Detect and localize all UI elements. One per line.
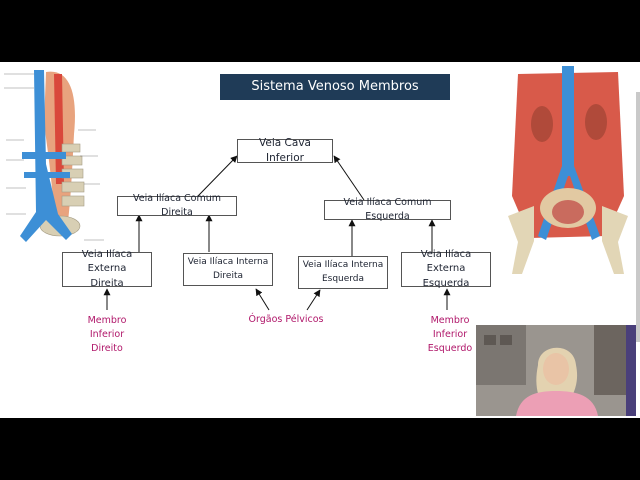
node-veia-cava-inferior: Veia Cava Inferior (237, 136, 333, 164)
label-line3: Esquerdo (427, 342, 473, 354)
node-label: Veia Ilíaca Comum Direita (132, 193, 222, 218)
label-line2: Inferior (432, 328, 468, 340)
node-label-line2: Direita (90, 277, 124, 289)
node-iliaca-externa-esquerda: Veia Ilíaca Externa Esquerda (401, 249, 491, 289)
pelvis-anatomy-illustration (504, 66, 632, 274)
label-line2: Inferior (89, 328, 125, 340)
vena-cava-anatomy-illustration (0, 64, 120, 244)
arrow-ice-to-vci (333, 155, 365, 201)
label-membro-inferior-esquerdo: Membro Inferior Esquerdo (415, 314, 485, 355)
page-title: Sistema Venoso Membros Inferiores (220, 74, 450, 120)
label-line3: Direito (91, 342, 123, 354)
node-iliaca-comum-esquerda: Veia Ilíaca Comum Esquerda (324, 197, 451, 222)
label-line1: Membro (430, 315, 470, 326)
node-label-line2: Direita (212, 270, 243, 281)
scrollbar-edge (636, 92, 640, 342)
node-label: Veia Ilíaca Comum Esquerda (343, 197, 432, 222)
node-label-line2: Esquerda (422, 277, 470, 289)
presenter-video-frame (476, 325, 636, 416)
node-label-line2: Esquerda (321, 273, 365, 284)
node-iliaca-externa-direita: Veia Ilíaca Externa Direita (62, 249, 152, 289)
slide: Sistema Venoso Membros Inferiores Veia C… (0, 62, 640, 418)
node-label-line1: Veia Ilíaca Interna (187, 257, 269, 268)
label-text: Órgãos Pélvicos (248, 314, 324, 325)
node-iliaca-comum-direita: Veia Ilíaca Comum Direita (117, 193, 237, 218)
arrow-icd-to-vci (197, 155, 238, 197)
label-orgaos-pelvicos: Órgãos Pélvicos (236, 313, 336, 327)
arrow-pelvic-to-iie (306, 289, 321, 311)
node-iliaca-interna-esquerda: Veia Ilíaca Interna Esquerda (298, 256, 388, 289)
node-label: Veia Cava Inferior (259, 136, 311, 164)
node-label-line1: Veia Ilíaca Interna (302, 260, 384, 271)
arrow-pelvic-to-iid (255, 288, 270, 311)
label-line1: Membro (87, 315, 127, 326)
presenter-webcam (476, 325, 636, 416)
node-iliaca-interna-direita: Veia Ilíaca Interna Direita (183, 253, 273, 286)
node-label-line1: Veia Ilíaca Externa (81, 248, 133, 275)
node-label-line1: Veia Ilíaca Externa (420, 248, 472, 275)
label-membro-inferior-direito: Membro Inferior Direito (72, 314, 142, 355)
flow-arrows (103, 155, 451, 311)
